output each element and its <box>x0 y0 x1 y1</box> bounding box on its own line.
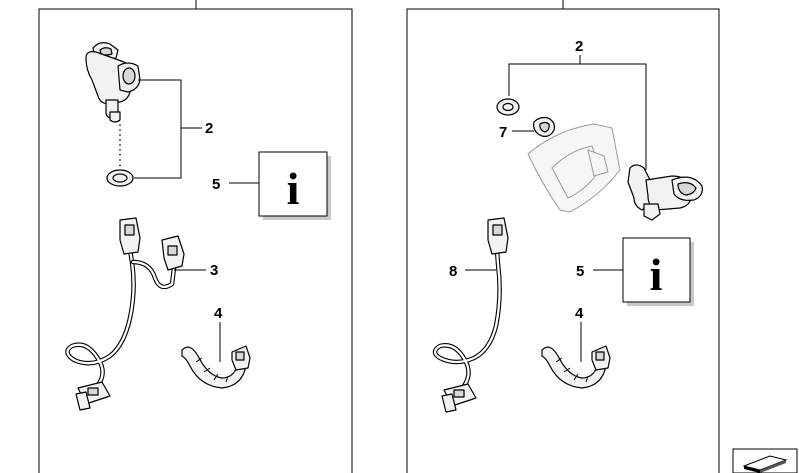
right-label-8: 8 <box>449 263 457 280</box>
right-cable-strap <box>541 345 611 389</box>
right-info-icon: i <box>650 249 663 300</box>
right-label-5: 5 <box>576 263 584 280</box>
left-holder-bracket <box>134 79 182 179</box>
right-label-2: 2 <box>575 38 583 55</box>
right-cable <box>432 217 509 413</box>
left-label-3: 3 <box>210 262 218 279</box>
right-trim-panel <box>527 123 621 213</box>
right-socket-holder <box>627 164 703 221</box>
left-info-box: i <box>258 151 331 220</box>
left-cable-strap <box>181 345 251 389</box>
right-panel: 2 7 <box>406 0 720 473</box>
right-locking-ring <box>533 116 555 137</box>
right-washer <box>496 98 520 116</box>
right-label-7: 7 <box>499 124 507 141</box>
wedge-icon <box>732 448 798 473</box>
left-label-5: 5 <box>212 176 220 193</box>
left-o-ring <box>106 169 134 187</box>
left-info-icon: i <box>287 163 300 214</box>
left-panel: 2 i 5 3 <box>38 0 353 473</box>
right-info-box: i <box>622 237 694 306</box>
left-label-4: 4 <box>214 305 223 322</box>
right-label-4: 4 <box>575 305 584 322</box>
left-label-2: 2 <box>205 120 213 137</box>
left-socket-holder <box>85 42 141 168</box>
left-cable-harness <box>65 217 185 411</box>
right-holder-bracket <box>508 63 647 170</box>
